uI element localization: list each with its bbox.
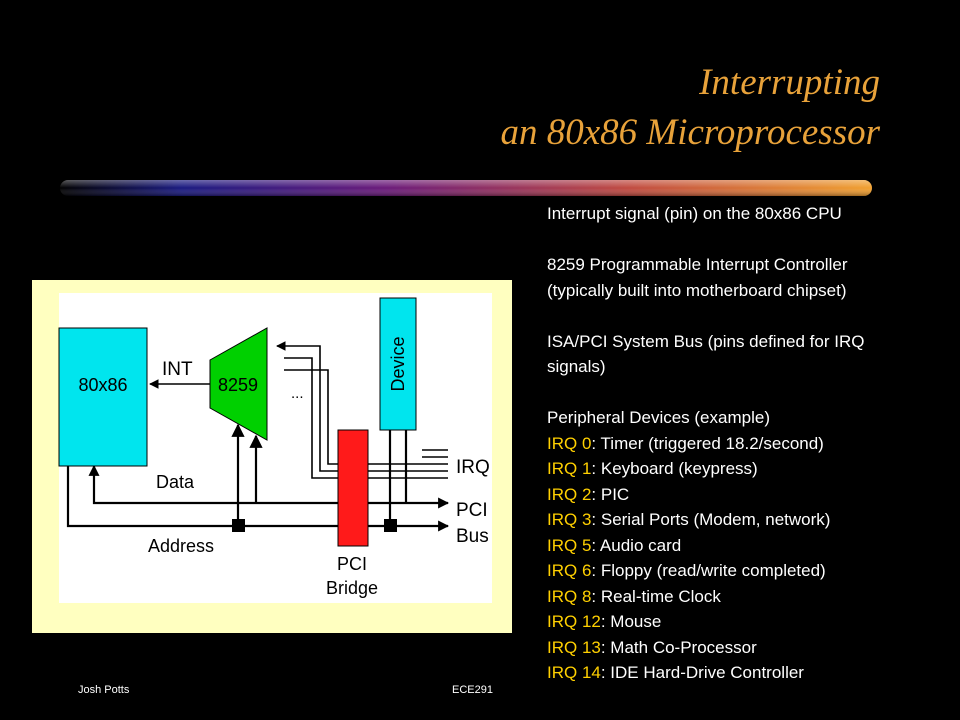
irq-row: IRQ 2: PIC bbox=[547, 482, 957, 508]
device-block bbox=[379, 297, 417, 431]
irq-row: IRQ 14: IDE Hard-Drive Controller bbox=[547, 660, 957, 686]
interrupt-diagram: 80x86 INT 8259 ... Device PCI Bridge IRQ… bbox=[32, 280, 512, 633]
footer-author: Josh Potts bbox=[78, 684, 130, 696]
junction-dot bbox=[384, 519, 397, 532]
irq-description: : Serial Ports (Modem, network) bbox=[591, 510, 831, 529]
irq-number: IRQ 12 bbox=[547, 612, 601, 631]
irq-description: : PIC bbox=[591, 484, 630, 504]
irq-bus-label: IRQ bbox=[456, 457, 490, 478]
bullet-list: Interrupt signal (pin) on the 80x86 CPU … bbox=[547, 201, 957, 686]
irq-row: IRQ 1: Keyboard (keypress) bbox=[547, 456, 957, 482]
irq-number: IRQ 5 bbox=[547, 535, 592, 555]
int-label: INT bbox=[162, 359, 193, 380]
bullet-8259: 8259 Programmable Interrupt Controller bbox=[547, 255, 848, 274]
irq-row: IRQ 0: Timer (triggered 18.2/second) bbox=[547, 431, 957, 457]
irq-description: : Mouse bbox=[600, 612, 662, 631]
pci-bus-label-line1: PCI bbox=[456, 500, 488, 521]
footer-course: ECE291 bbox=[452, 684, 493, 696]
junction-dot bbox=[232, 519, 245, 532]
irq-number: IRQ 6 bbox=[547, 561, 592, 580]
data-bus-label: Data bbox=[156, 472, 195, 492]
irq-number: IRQ 0 bbox=[547, 433, 592, 453]
pci-bus-label-line2: Bus bbox=[456, 526, 489, 547]
irq-description: : Floppy (read/write completed) bbox=[591, 561, 826, 580]
bullet-peripherals: Peripheral Devices (example) bbox=[547, 408, 770, 427]
ellipsis-label: ... bbox=[291, 385, 304, 402]
title-underline-bar bbox=[60, 180, 872, 196]
bridge-label-line1: PCI bbox=[337, 554, 367, 574]
irq-number: IRQ 2 bbox=[547, 484, 592, 504]
irq-number: IRQ 8 bbox=[547, 586, 592, 606]
slide-title-line2: an 80x86 Microprocessor bbox=[500, 112, 880, 153]
cpu-label: 80x86 bbox=[78, 375, 127, 395]
irq-row: IRQ 3: Serial Ports (Modem, network) bbox=[547, 507, 957, 533]
irq-description: : Real-time Clock bbox=[591, 586, 721, 606]
bullet-cpu-pin: Interrupt signal (pin) on the 80x86 CPU bbox=[547, 204, 842, 223]
pci-bridge-block bbox=[337, 429, 369, 547]
irq-number: IRQ 13 bbox=[547, 637, 601, 657]
irq-row: IRQ 5: Audio card bbox=[547, 533, 957, 559]
cpu-block bbox=[58, 327, 148, 467]
irq-description: : Audio card bbox=[591, 535, 682, 555]
data-bus bbox=[88, 464, 450, 509]
irq-list: IRQ 0: Timer (triggered 18.2/second)IRQ … bbox=[547, 431, 957, 686]
irq-number: IRQ 1 bbox=[547, 459, 592, 478]
irq-number: IRQ 3 bbox=[547, 510, 592, 529]
device-bus-links bbox=[388, 430, 408, 526]
irq-number: IRQ 14 bbox=[547, 663, 601, 682]
irq-lines bbox=[276, 341, 448, 479]
irq-description: : IDE Hard-Drive Controller bbox=[600, 663, 804, 682]
pic-label: 8259 bbox=[218, 375, 258, 395]
irq-row: IRQ 12: Mouse bbox=[547, 609, 957, 635]
device-label: Device bbox=[388, 336, 408, 391]
irq-description: : Keyboard (keypress) bbox=[591, 459, 758, 478]
irq-description: : Math Co-Processor bbox=[600, 637, 757, 657]
slide-title-line1: Interrupting bbox=[699, 62, 880, 103]
irq-row: IRQ 13: Math Co-Processor bbox=[547, 635, 957, 661]
bullet-8259-note: (typically built into motherboard chipse… bbox=[547, 280, 847, 300]
pic-8259-block bbox=[209, 327, 268, 441]
irq-row: IRQ 6: Floppy (read/write completed) bbox=[547, 558, 957, 584]
address-bus-label: Address bbox=[148, 536, 214, 556]
bullet-system-bus: ISA/PCI System Bus (pins defined for IRQ bbox=[547, 331, 865, 351]
pic-bus-links bbox=[231, 423, 263, 526]
irq-description: : Timer (triggered 18.2/second) bbox=[591, 433, 824, 453]
bridge-label-line2: Bridge bbox=[326, 578, 378, 598]
irq-row: IRQ 8: Real-time Clock bbox=[547, 584, 957, 610]
bullet-system-bus-cont: signals) bbox=[547, 357, 606, 376]
